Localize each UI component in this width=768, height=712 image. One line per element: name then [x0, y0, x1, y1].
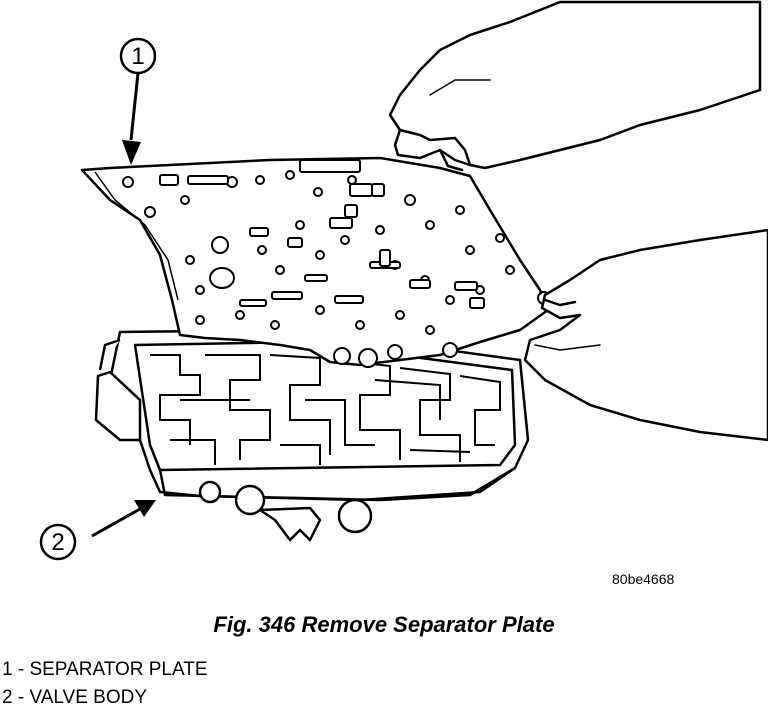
lower-hand: [523, 228, 768, 442]
callout-2-label: 2: [51, 529, 64, 556]
legend-item-valve-body: 2 - VALVE BODY: [2, 687, 148, 708]
upper-hand: [388, 0, 762, 172]
reference-code: 80be4668: [612, 571, 675, 587]
separator-plate-illustration: 1 2 80be4668: [39, 0, 768, 587]
callout-1: 1: [119, 37, 157, 165]
separator-plate-holes: [122, 159, 551, 368]
callout-1-label: 1: [131, 43, 144, 70]
valve-body: [94, 328, 530, 542]
valve-body-channels: [150, 354, 501, 465]
figure-caption: Fig. 346 Remove Separator Plate: [213, 612, 555, 637]
legend: 1 - SEPARATOR PLATE 2 - VALVE BODY: [2, 656, 208, 712]
callout-2: 2: [39, 500, 156, 561]
separator-plate: [80, 156, 550, 367]
legend-item-separator-plate: 1 - SEPARATOR PLATE: [2, 659, 208, 680]
